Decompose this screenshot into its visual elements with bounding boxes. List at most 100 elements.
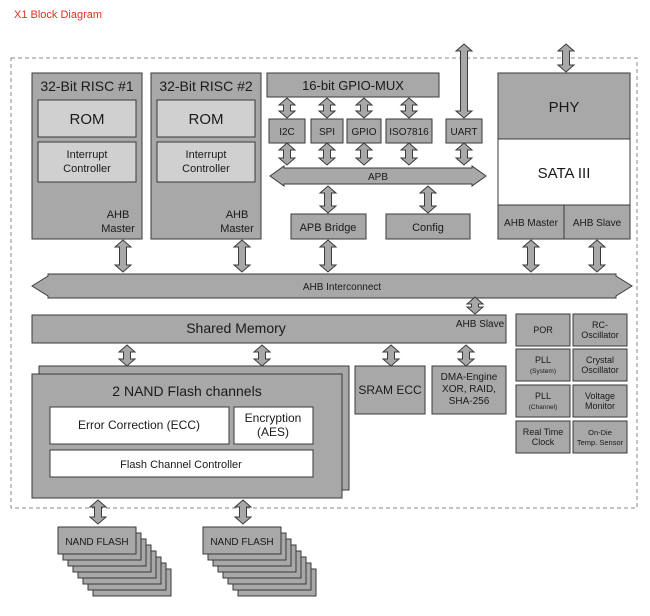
misc-box-2 [572,313,628,347]
ahb-arrow-risc1 [113,239,133,273]
peripheral-mux-arrow-1 [277,97,297,119]
phy-box [497,72,631,140]
peripheral-box-3 [346,118,382,144]
risc1-interrupt-box [37,141,137,183]
config-arrow [418,185,438,214]
misc-sub-label-5: (Channel) [529,404,558,411]
ahb-interconnect-label: AHB Interconnect [303,282,382,293]
peripheral-label-5: UART [450,127,477,138]
risc2-interrupt-label-line-1: Interrupt [186,149,227,161]
encryption-label-line-1: Encryption [245,411,302,425]
ahb-interconnect-bus [31,273,633,299]
misc-label-4-line-2: Oscillator [581,365,619,375]
gpio-mux-box [266,72,440,98]
shared-memory-ahb-slave-label: AHB Slave [456,319,505,330]
ecc-label: Error Correction (ECC) [78,418,200,432]
dma-engine-label-line-2: XOR, RAID, [442,384,496,395]
shared-memory-arrow-sram [381,344,401,367]
misc-box-4 [572,348,628,382]
shared-memory-label: Shared Memory [186,320,286,336]
misc-label-4-line-1: Crystal [586,355,614,365]
config-box [385,213,471,240]
peripheral-mux-arrow-4 [399,97,419,119]
chip-boundary [10,57,638,509]
misc-label-1-line-1: POR [533,325,553,335]
peripheral-box-4 [385,118,433,144]
sram-ecc-box [354,365,426,415]
misc-label-8-line-1: On-Die [588,428,612,437]
apb-bridge-arrow [318,185,338,214]
peripheral-apb-arrow-1 [277,142,297,166]
peripheral-label-4: ISO7816 [389,127,429,138]
sata-box [497,138,631,206]
peripheral-apb-arrow-5 [454,142,474,166]
uart-external-arrow [454,43,474,119]
diagram-title: X1 Block Diagram [14,9,103,21]
peripheral-label-1: I2C [279,127,295,138]
apb-label: APB [368,172,388,183]
misc-box-1 [515,313,571,347]
misc-box-7 [515,420,571,454]
ahb-arrow-sata-master [521,239,541,273]
shared-memory-arrow-dma [456,344,476,367]
risc2-ahb-master-label-line-1: AHB [226,209,249,221]
shared-memory-arrow-nand-2 [252,344,272,367]
dma-engine-label-line-3: SHA-256 [449,396,490,407]
sata-ahb-slave-label: AHB Slave [573,218,622,229]
misc-label-7-line-2: Clock [532,437,555,447]
ahb-arrow-shared-memory [465,296,485,315]
sata-label: SATA III [538,165,591,182]
peripheral-apb-arrow-4 [399,142,419,166]
misc-label-2-line-1: RC- [592,320,608,330]
nand-flash-arrow-2 [233,499,253,525]
misc-label-6-line-1: Voltage [585,391,615,401]
risc1-interrupt-label-line-2: Controller [63,163,111,175]
risc1-title: 32-Bit RISC #1 [40,78,134,94]
risc2-rom-box [156,99,256,138]
peripheral-label-2: SPI [319,127,335,138]
peripheral-apb-arrow-3 [354,142,374,166]
risc1-rom-label: ROM [70,111,105,128]
nand-channels-title: 2 NAND Flash channels [112,383,261,399]
apb-bridge-label: APB Bridge [300,222,357,234]
misc-label-3-line-1: PLL [535,355,551,365]
sata-ahb-master-box [497,204,565,240]
ahb-arrow-risc2 [232,239,252,273]
misc-box-5 [515,384,571,418]
nand-flash-2-chip-1 [202,526,282,555]
phy-external-arrow [556,43,576,73]
misc-box-8 [572,420,628,454]
misc-label-5-line-1: PLL [535,391,551,401]
risc2-interrupt-label-line-2: Controller [182,163,230,175]
risc1-ahb-master-label-line-1: AHB [107,209,130,221]
misc-label-2-line-2: Oscillator [581,330,619,340]
flash-channel-controller-box [49,449,314,478]
ahb-arrow-apb-bridge [318,239,338,273]
misc-sub-label-3: (System) [530,368,556,375]
sata-ahb-slave-box [563,204,631,240]
peripheral-box-2 [310,118,344,144]
shared-memory-box [31,314,507,344]
peripheral-label-3: GPIO [351,127,376,138]
apb-bridge-box [290,213,367,240]
peripheral-mux-arrow-2 [317,97,337,119]
misc-label-8-line-2: Temp. Sensor [577,438,624,447]
config-label: Config [412,222,444,234]
flash-channel-controller-label: Flash Channel Controller [120,459,242,471]
ecc-box [49,406,230,445]
risc2-rom-label: ROM [189,111,224,128]
dma-engine-box [431,365,507,415]
misc-label-6-line-2: Monitor [585,401,615,411]
encryption-box [233,406,314,445]
risc2-interrupt-box [156,141,256,183]
gpio-mux-label: 16-bit GPIO-MUX [302,78,404,93]
encryption-label-line-2: (AES) [257,425,289,439]
sata-ahb-master-label: AHB Master [504,218,559,229]
nand-flash-label-1: NAND FLASH [65,537,128,548]
phy-label: PHY [549,99,580,116]
nand-flash-1-chip-1 [57,526,137,555]
misc-box-6 [572,384,628,418]
misc-box-3 [515,348,571,382]
apb-bus [269,165,487,187]
